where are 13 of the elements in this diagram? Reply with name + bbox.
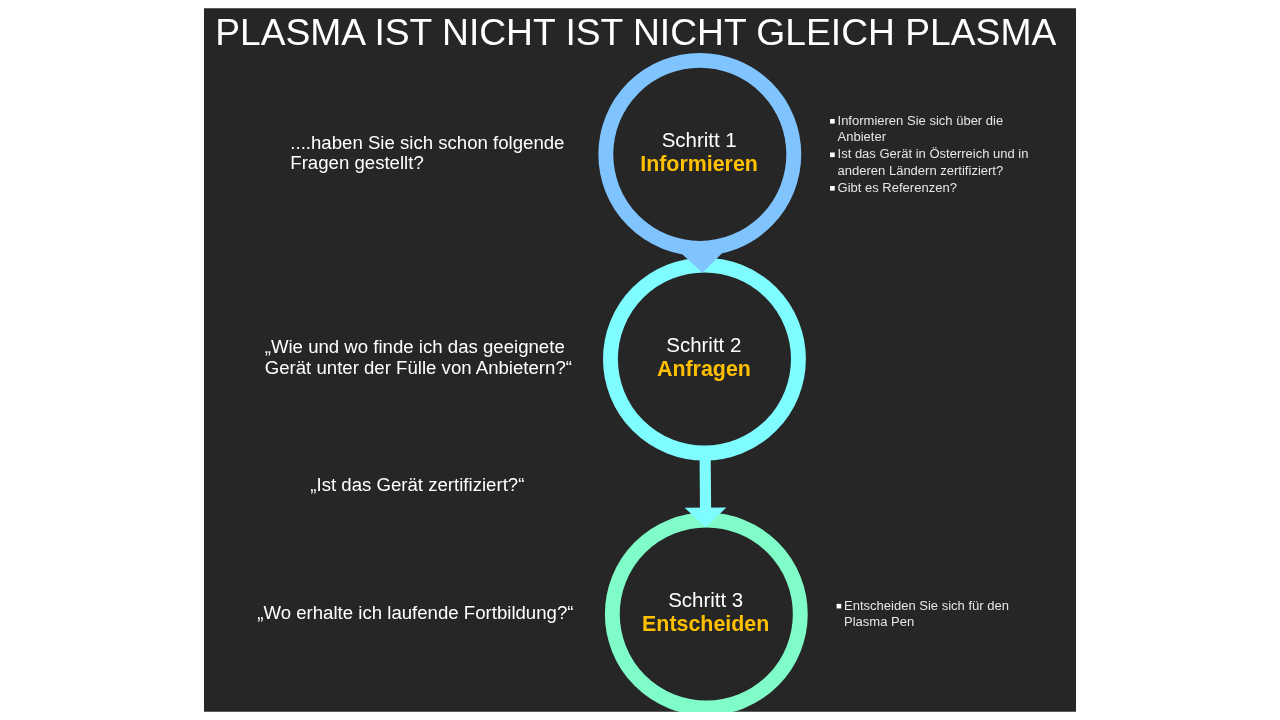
- label: „Wie und wo finde ich das geeignete Gerät unter der Fülle von Anbietern?“: [264, 336, 572, 378]
- node-label: Entscheiden Sie sich für den Plasma Pen: [844, 597, 1010, 630]
- node-label: Gibt es Referenzen?: [837, 179, 957, 195]
- node-circle: Schritt 2 Anfragen: [603, 257, 806, 461]
- node-label: Ist das Gerät in Österreich und in anderen Ländern zertifiziert?: [837, 146, 1029, 178]
- node-circle: Schritt 1 Informieren: [598, 52, 802, 256]
- label: „Ist das Gerät zertifiziert?“: [310, 474, 525, 496]
- diagram-title: PLASMA IST NICHT IST NICHT GLEICH PLASMA: [215, 11, 1057, 54]
- node-label: Informieren Sie sich über die Anbieter: [837, 112, 1004, 145]
- node-circle: Schritt 3 Entscheiden: [604, 512, 808, 712]
- label: ....haben Sie sich schon folgende Fragen gestellt?: [290, 131, 565, 174]
- arrow: [681, 252, 723, 273]
- label: „Wo erhalte ich laufende Fortbildung?“: [257, 601, 574, 623]
